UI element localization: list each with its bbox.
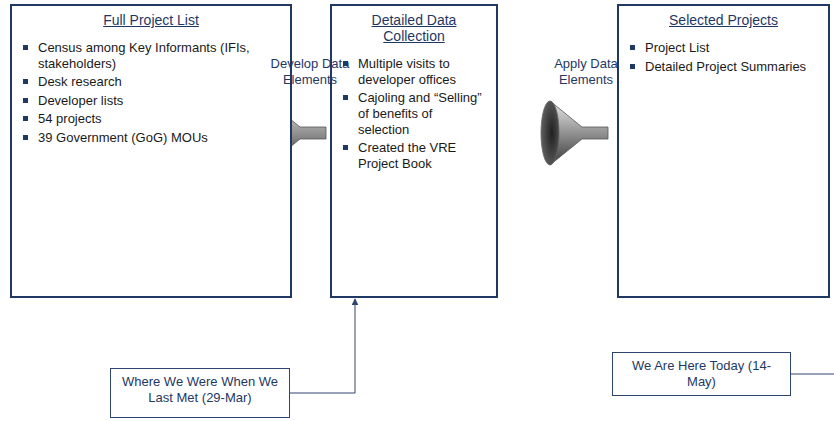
process-box: Full Project ListCensus among Key Inform… — [10, 4, 292, 298]
bullet-marker — [343, 145, 348, 150]
bullet-item: Created the VRE Project Book — [342, 140, 486, 171]
callout-box: We Are Here Today (14-May) — [612, 352, 791, 396]
step-label: Apply Data Elements — [550, 56, 622, 87]
bullet-text: 39 Government (GoG) MOUs — [38, 130, 208, 145]
connector-arrow — [290, 299, 355, 393]
bullet-marker — [23, 45, 28, 50]
bullet-item: Detailed Project Summaries — [629, 59, 818, 75]
process-box: Detailed Data CollectionMultiple visits … — [330, 4, 498, 298]
bullet-marker — [23, 135, 28, 140]
bullet-text: 54 projects — [38, 111, 102, 126]
bullet-text: Developer lists — [38, 93, 123, 108]
bullet-text: Desk research — [38, 74, 122, 89]
process-box: Selected ProjectsProject ListDetailed Pr… — [617, 4, 830, 298]
bullet-marker — [23, 79, 28, 84]
bullet-text: Detailed Project Summaries — [645, 59, 806, 74]
bullet-text: Multiple visits to developer offices — [358, 56, 456, 87]
bullet-text: Census among Key Informants (IFIs, stake… — [38, 40, 250, 71]
bullet-marker — [23, 98, 28, 103]
bullet-item: Census among Key Informants (IFIs, stake… — [22, 40, 280, 71]
bullet-item: 54 projects — [22, 111, 280, 127]
box-heading: Selected Projects — [629, 12, 818, 28]
bullet-text: Cajoling and “Selling” of benefits of se… — [358, 90, 482, 136]
bullet-item: 39 Government (GoG) MOUs — [22, 130, 280, 146]
bullet-item: Multiple visits to developer offices — [342, 56, 486, 87]
callout-text: Where We Were When We Last Met (29-Mar) — [117, 374, 283, 406]
box-heading: Detailed Data Collection — [342, 12, 486, 44]
bullet-marker — [630, 45, 635, 50]
bullet-item: Desk research — [22, 74, 280, 90]
bullet-marker — [23, 116, 28, 121]
bullet-text: Project List — [645, 40, 709, 55]
step-label: Develop Data Elements — [270, 56, 350, 87]
bullet-marker — [343, 95, 348, 100]
box-heading: Full Project List — [22, 12, 280, 28]
funnel-icon — [541, 101, 608, 165]
callout-text: We Are Here Today (14-May) — [619, 358, 784, 390]
leader-line — [791, 374, 834, 375]
bullet-item: Developer lists — [22, 93, 280, 109]
bullet-marker — [630, 64, 635, 69]
bullet-item: Cajoling and “Selling” of benefits of se… — [342, 90, 486, 137]
callout-box: Where We Were When We Last Met (29-Mar) — [110, 368, 290, 418]
bullet-item: Project List — [629, 40, 818, 56]
bullet-text: Created the VRE Project Book — [358, 140, 456, 171]
